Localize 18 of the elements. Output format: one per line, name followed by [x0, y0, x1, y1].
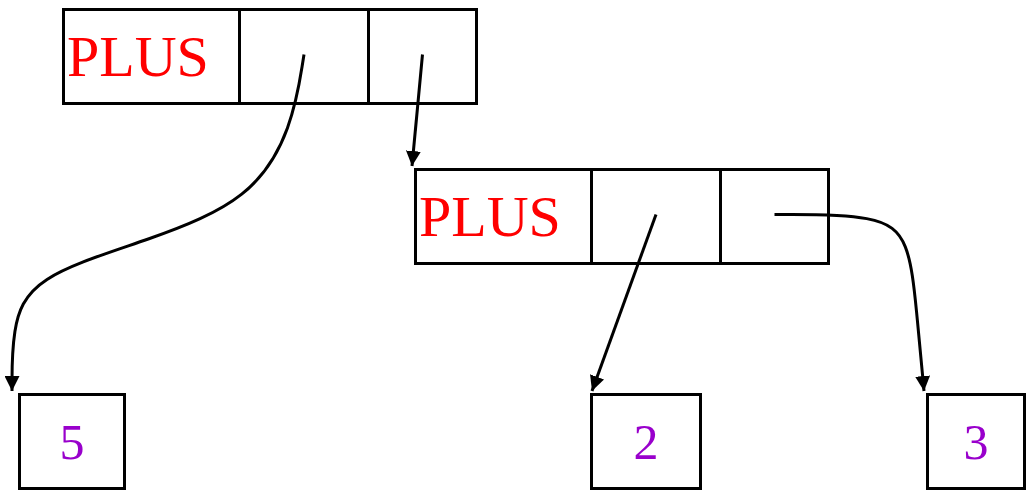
value-label: 5 [59, 412, 85, 471]
pointer-cell [367, 8, 478, 105]
pointer-arrow [4, 54, 306, 391]
record-cell [62, 8, 241, 105]
record-cell [926, 393, 1026, 490]
pointer-arrow [405, 54, 424, 167]
pointer-arrow [590, 214, 658, 392]
pointer-cell [238, 8, 370, 105]
record-cell [414, 168, 593, 265]
record-cell [590, 393, 702, 490]
pointer-cell [590, 168, 722, 265]
value-label: 3 [963, 412, 989, 471]
value-label: 2 [633, 412, 659, 471]
record-cell [18, 393, 126, 490]
operator-label: PLUS [419, 183, 561, 250]
operator-label: PLUS [67, 23, 209, 90]
pointer-cell [719, 168, 830, 265]
pointer-arrow [774, 213, 931, 392]
